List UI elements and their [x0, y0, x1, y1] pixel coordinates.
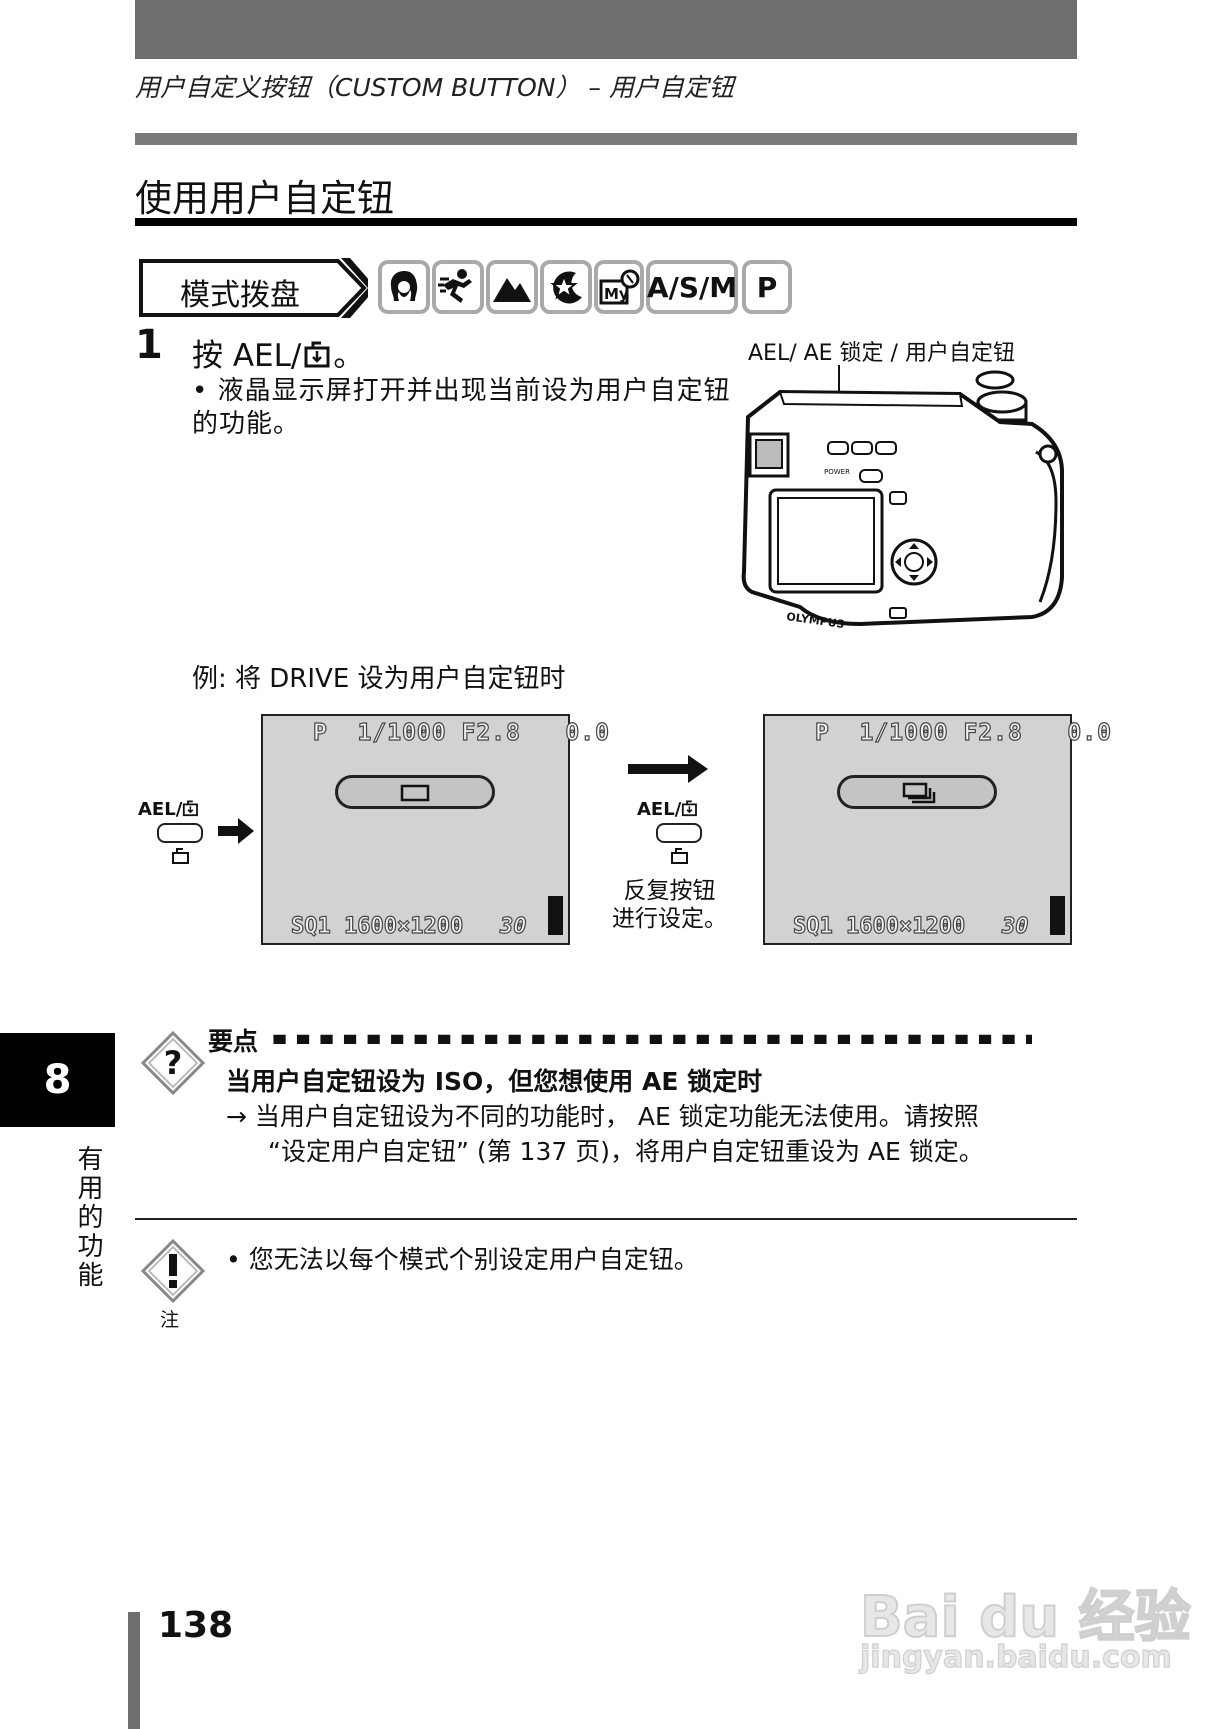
lcd-quality-readout: SQ1 1600×1200 — [792, 913, 966, 939]
step-instruction-text: 按 AEL/ — [192, 338, 302, 374]
ael-button-label-left: AEL/ — [138, 799, 200, 822]
ael-button-left[interactable] — [157, 823, 203, 843]
point-answer-line-1: → 当用户自定钮设为不同的功能时， AE 锁定功能无法使用。请按照 — [226, 1102, 979, 1131]
step-period: 。 — [333, 338, 365, 374]
step-bullet: • 液晶显示屏打开并出现当前设为用户自定钮的功能。 — [192, 376, 731, 439]
chapter-side-title: 有用的功能 — [73, 1145, 103, 1290]
lcd-frames-remaining: 30 — [1001, 913, 1029, 939]
svg-text:My: My — [604, 285, 629, 303]
caution-icon — [140, 1238, 206, 1304]
lcd-screen-after: P 1/1000 F2.8 0.0 SQ1 1600×1200 30 — [763, 714, 1112, 945]
single-frame-icon — [400, 784, 430, 802]
portrait-mode-icon — [378, 260, 430, 314]
drive-setting-pill — [335, 775, 495, 809]
p-mode-icon: P — [742, 260, 792, 314]
custom-button-small-icon — [172, 848, 189, 864]
mode-dial-arrow-box — [139, 258, 368, 318]
header-bar — [135, 0, 1077, 59]
page-number-bar — [128, 1612, 140, 1729]
night-scene-mode-icon — [540, 260, 592, 314]
note-text: • 您无法以每个模式个别设定用户自定钮。 — [226, 1245, 699, 1274]
lcd-exposure-readout: P 1/1000 F2.8 0.0 — [814, 719, 1112, 746]
right-arrow-icon — [218, 818, 254, 844]
ael-button-center[interactable] — [656, 823, 702, 843]
lcd-exposure-readout: P 1/1000 F2.8 0.0 — [312, 719, 610, 746]
repeat-line-2: 进行设定。 — [612, 906, 727, 932]
lcd-quality-readout: SQ1 1600×1200 — [290, 913, 464, 939]
step-instruction: 按 AEL/ 。 — [192, 330, 364, 377]
section-divider — [135, 133, 1077, 145]
battery-indicator — [548, 896, 563, 935]
title-rule — [135, 218, 1077, 226]
running-head: 用户自定义按钮（CUSTOM BUTTON） – 用户自定钮 — [135, 73, 734, 102]
custom-button-icon — [681, 799, 699, 822]
transition-arrow-icon — [628, 755, 708, 783]
point-heading: 要点 — [208, 1027, 259, 1056]
step-number: 1 — [135, 322, 163, 368]
landscape-mode-icon — [486, 260, 538, 314]
custom-button-icon — [303, 339, 333, 377]
baidu-watermark: Bai du 经验 — [859, 1584, 1192, 1651]
drive-setting-pill — [837, 775, 997, 809]
ael-label-text: AEL/ — [138, 799, 183, 820]
power-label: POWER — [824, 468, 850, 476]
ael-button-label-center: AEL/ — [637, 799, 699, 822]
question-icon: ? — [140, 1030, 206, 1096]
section-rule — [135, 1218, 1077, 1220]
note-label: 注 — [160, 1309, 180, 1331]
example-caption: 例: 将 DRIVE 设为用户自定钮时 — [192, 664, 566, 694]
page-title: 使用用户自定钮 — [135, 177, 394, 220]
svg-text:?: ? — [164, 1044, 183, 1082]
ael-label-text: AEL/ — [637, 799, 682, 820]
custom-button-small-icon — [671, 848, 688, 864]
page-number: 138 — [158, 1605, 234, 1646]
repeat-line-1: 反复按钮 — [623, 878, 716, 904]
asm-mode-icon: A/S/M — [646, 260, 738, 314]
repeat-instruction: 反复按钮 进行设定。 — [612, 877, 727, 933]
camera-callout-label: AEL/ AE 锁定 / 用户自定钮 — [748, 341, 1015, 366]
custom-button-icon — [182, 799, 200, 822]
lcd-frames-remaining: 30 — [499, 913, 527, 939]
lcd-screen-before: P 1/1000 F2.8 0.0 SQ1 1600×1200 30 — [261, 714, 610, 945]
camera-illustration: POWER OLYMPUS — [741, 365, 1064, 631]
mode-dial-label: 模式拨盘 — [180, 278, 300, 313]
dotted-leader: ■■■■■■■■■■■■■■■■■■■■■■■■■■■■■■■■■■■■■■■■… — [272, 1030, 1032, 1044]
sequential-shooting-icon — [902, 782, 936, 804]
chapter-tab: 8 — [0, 1033, 115, 1127]
baidu-watermark-url: jingyan.baidu.com — [859, 1639, 1172, 1675]
my-mode-icon: My — [594, 260, 644, 314]
sports-mode-icon — [432, 260, 484, 314]
battery-indicator — [1050, 896, 1065, 935]
point-question: 当用户自定钮设为 ISO，但您想使用 AE 锁定时 — [226, 1067, 763, 1096]
point-answer-line-2: “设定用户自定钮” (第 137 页)，将用户自定钮重设为 AE 锁定。 — [268, 1137, 984, 1166]
